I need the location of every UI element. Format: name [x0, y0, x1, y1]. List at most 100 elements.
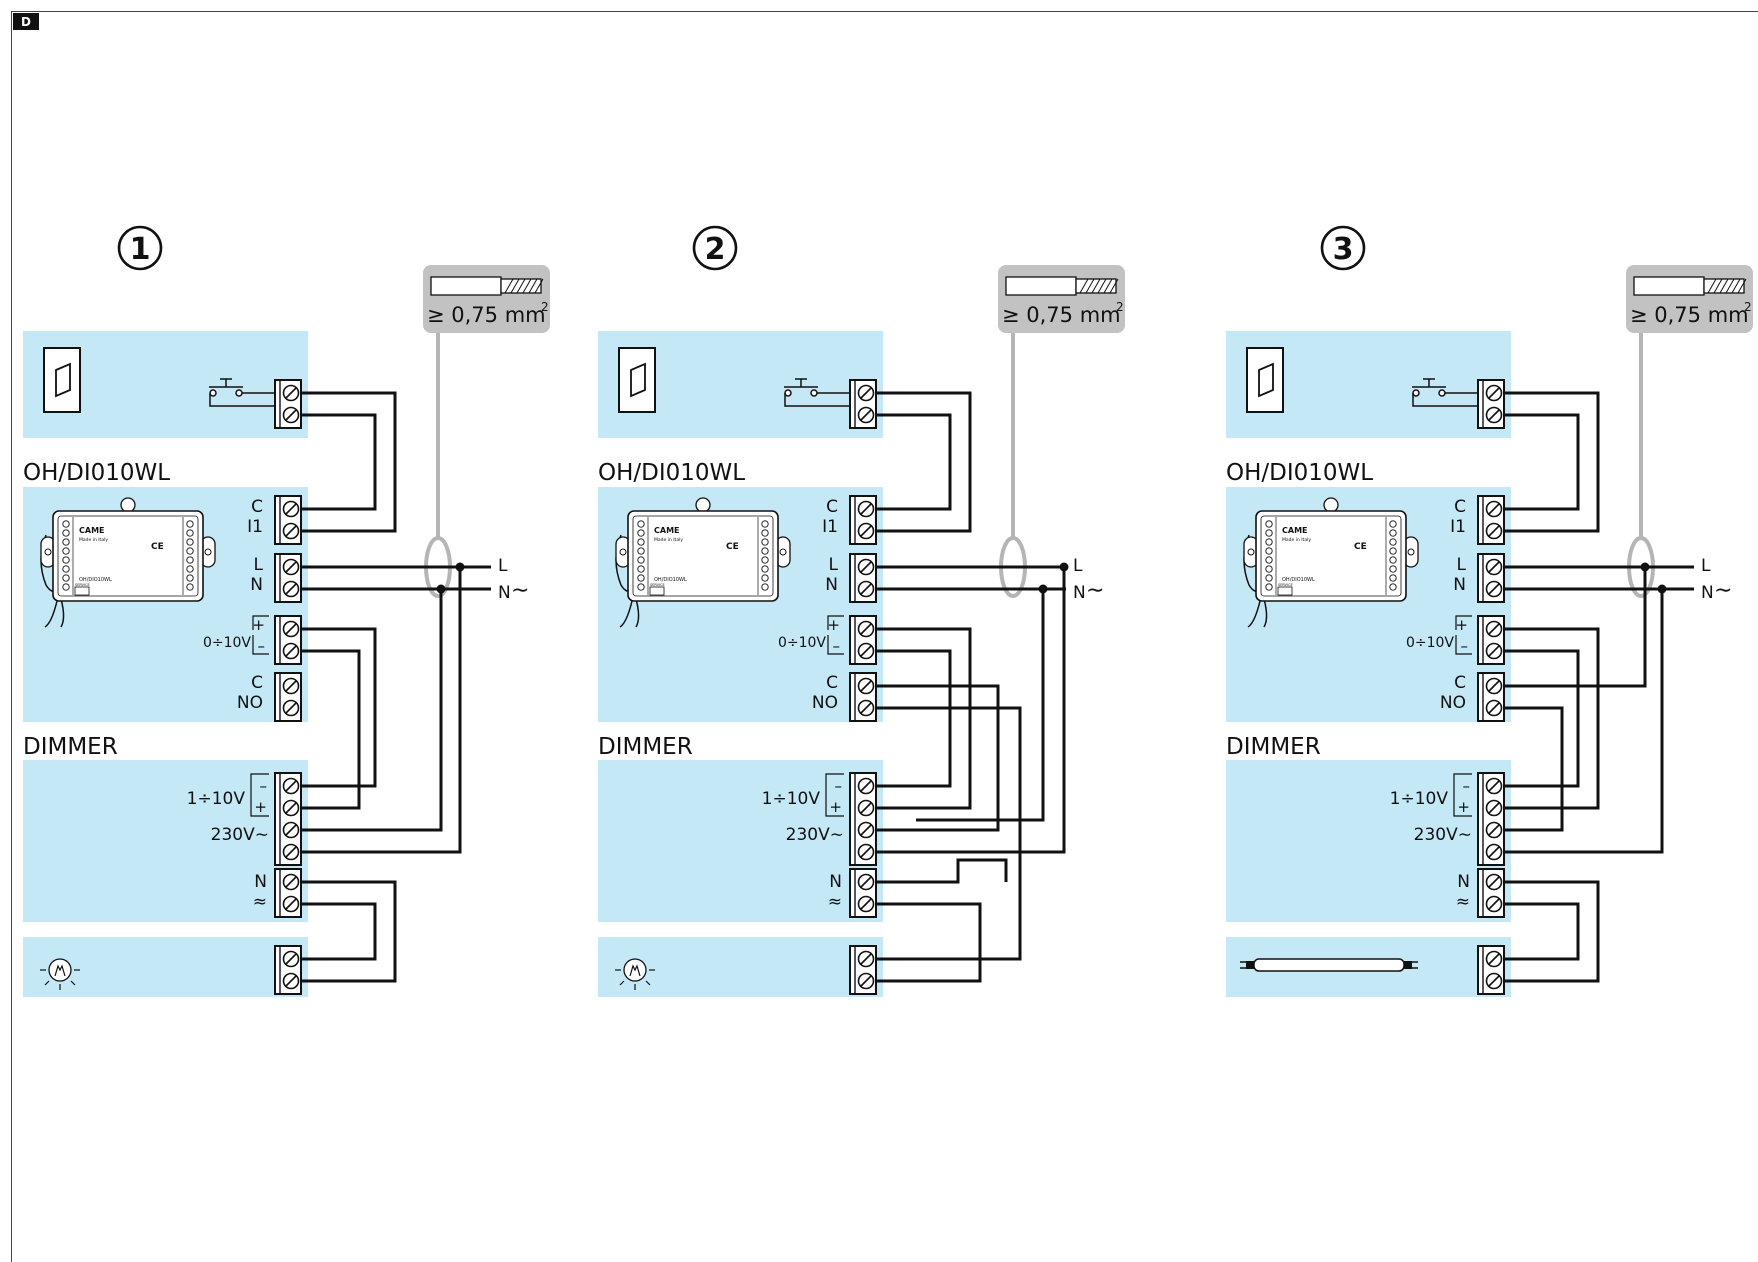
dimmer-label: DIMMER: [598, 734, 693, 760]
terminal-screw: [1265, 556, 1273, 564]
service-button: [649, 586, 665, 596]
terminal-label-230v: 230V∼: [1414, 825, 1472, 845]
terminal-screw: [637, 574, 645, 582]
terminal-label-1-10v: 1÷10V: [187, 789, 246, 809]
terminal-screw: [1389, 538, 1397, 546]
push-button-icon: [784, 378, 818, 397]
screw-slot: [285, 802, 297, 814]
diagram-number-badge: [1320, 225, 1366, 271]
dimmer-output-terminal-block: [1477, 868, 1505, 918]
terminal-label-230v: 230V∼: [786, 825, 844, 845]
terminal-screw: [62, 538, 70, 546]
screw-slot: [285, 583, 297, 595]
wire: [1504, 391, 1600, 533]
screw-slot: [860, 824, 872, 836]
dimmer-label: DIMMER: [1226, 734, 1321, 760]
strand-hatch: [1707, 278, 1717, 294]
screw-slot: [1488, 876, 1500, 888]
model-text: OH/DIO10WL: [1282, 577, 1315, 583]
terminal-screw: [186, 583, 194, 591]
terminal-label-n-out: N: [254, 872, 267, 892]
terminal-label-i1: I1: [822, 517, 838, 537]
terminal-screw: [186, 556, 194, 564]
junction-dot: [1059, 562, 1069, 572]
screw-slot: [1488, 583, 1500, 595]
bracket: [252, 615, 269, 630]
mount-hole: [1407, 548, 1415, 556]
terminal-screw: [1389, 547, 1397, 555]
terminal-screw: [186, 547, 194, 555]
switch-plate: [1246, 347, 1284, 413]
screw-slot: [1488, 561, 1500, 573]
diagram-number-badge: [117, 225, 163, 271]
push-button-wire: [1412, 393, 1478, 407]
switch-terminal-block: [274, 379, 302, 429]
terminal-screw: [637, 538, 645, 546]
mains-label-l: L: [1701, 556, 1711, 576]
dimmer-input-terminal-block: [849, 772, 877, 866]
terminal-label-no: NO: [1440, 693, 1466, 713]
service-button: [74, 586, 90, 596]
terminal-screw: [62, 574, 70, 582]
switch-rocker: [55, 362, 71, 398]
screw-slot: [285, 525, 297, 537]
neutral-link: [876, 858, 1008, 884]
wire: [1504, 649, 1580, 788]
screw-slot: [1488, 623, 1500, 635]
wire: [1504, 706, 1564, 832]
wire: [876, 391, 972, 533]
l-n-terminal-block: [849, 553, 877, 603]
terminal-label-n-out: N: [1457, 872, 1470, 892]
terminal-label-0-10v: 0÷10V: [1406, 635, 1454, 651]
terminal-screw: [761, 529, 769, 537]
wall-switch-icon: [1246, 347, 1284, 413]
bracket: [252, 635, 269, 655]
mount-hole: [619, 548, 627, 556]
c-i1-terminal-block: [849, 495, 877, 545]
terminal-label-c: C: [826, 497, 838, 517]
wire: [301, 649, 361, 810]
lamp-icon: [615, 958, 655, 990]
device-body: [52, 510, 204, 602]
screw-slot: [1488, 503, 1500, 515]
bracket: [825, 773, 844, 817]
screw-slot: [285, 898, 297, 910]
page-tag-box: [13, 13, 39, 30]
mains-ac-symbol: ∼: [1086, 578, 1104, 603]
terminal-screw: [186, 538, 194, 546]
terminal-label-n-out: N: [829, 872, 842, 892]
screw-slot: [860, 780, 872, 792]
brand-text: CAME: [1282, 526, 1308, 535]
terminal-label-c-relay: C: [251, 673, 263, 693]
terminal-label-1-10v: 1÷10V: [1390, 789, 1449, 809]
terminal-screw: [1265, 583, 1273, 591]
tube-cap: [1404, 961, 1412, 969]
terminal-label-c: C: [251, 497, 263, 517]
page-frame: [11, 11, 1758, 1262]
load-terminal-block: [1477, 945, 1505, 995]
bracket: [1455, 635, 1472, 655]
screw-slot: [285, 876, 297, 888]
screw-slot: [1488, 645, 1500, 657]
wire: [1504, 902, 1580, 961]
screw-slot: [1488, 898, 1500, 910]
screw-slot: [1488, 780, 1500, 792]
bracket: [250, 773, 269, 817]
switch-rocker: [630, 362, 646, 398]
screw-slot: [285, 846, 297, 858]
strand-hatch: [504, 278, 514, 294]
tube: [1253, 958, 1405, 972]
cable-section-exponent: 2: [541, 300, 549, 314]
dimmer-panel: [23, 760, 308, 922]
wire: [876, 902, 982, 983]
wire: [301, 413, 377, 511]
terminal-screw: [62, 565, 70, 573]
cable-jacket: [1005, 276, 1077, 296]
model-text: OH/DIO10WL: [79, 577, 112, 583]
screw-slot: [860, 583, 872, 595]
dimmer-input-terminal-block: [274, 772, 302, 866]
switch-terminal-block: [1477, 379, 1505, 429]
